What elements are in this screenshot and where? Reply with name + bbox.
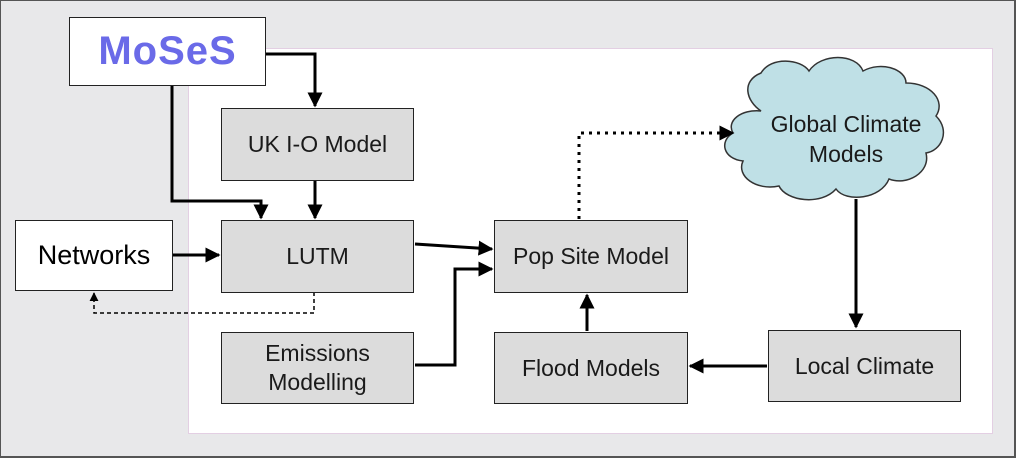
node-lutm[interactable]: LUTM xyxy=(221,220,414,293)
arrow-lutm-to-pop-site xyxy=(414,240,494,256)
node-pop-site-model-label: Pop Site Model xyxy=(513,243,669,269)
arrow-moses-to-lutm xyxy=(170,86,269,220)
node-moses-label: MoSeS xyxy=(98,29,237,73)
arrow-lutm-to-networks-dashed xyxy=(89,292,315,314)
node-networks-label: Networks xyxy=(37,240,151,270)
node-uk-io-model-label: UK I-O Model xyxy=(247,131,388,157)
node-moses[interactable]: MoSeS xyxy=(69,17,266,86)
node-uk-io-model[interactable]: UK I-O Model xyxy=(221,108,414,181)
arrow-emissions-to-pop-site xyxy=(415,261,494,367)
global-climate-cloud xyxy=(723,56,945,201)
node-pop-site-model[interactable]: Pop Site Model xyxy=(494,220,688,293)
node-lutm-label: LUTM xyxy=(286,243,349,269)
node-emissions-modelling-label: Emissions Modelling xyxy=(265,340,370,395)
arrow-moses-to-uk-io xyxy=(265,52,323,108)
node-networks[interactable]: Networks xyxy=(15,220,173,291)
node-emissions-modelling[interactable]: Emissions Modelling xyxy=(221,332,414,404)
node-flood-models-label: Flood Models xyxy=(521,354,661,381)
node-local-climate[interactable]: Local Climate xyxy=(768,330,961,402)
node-flood-models[interactable]: Flood Models xyxy=(494,332,688,404)
arrow-pop-site-to-global-climate-dotted xyxy=(577,125,735,219)
node-local-climate-label: Local Climate xyxy=(794,352,935,379)
node-global-climate-models-label: Global Climate Models xyxy=(770,111,922,167)
